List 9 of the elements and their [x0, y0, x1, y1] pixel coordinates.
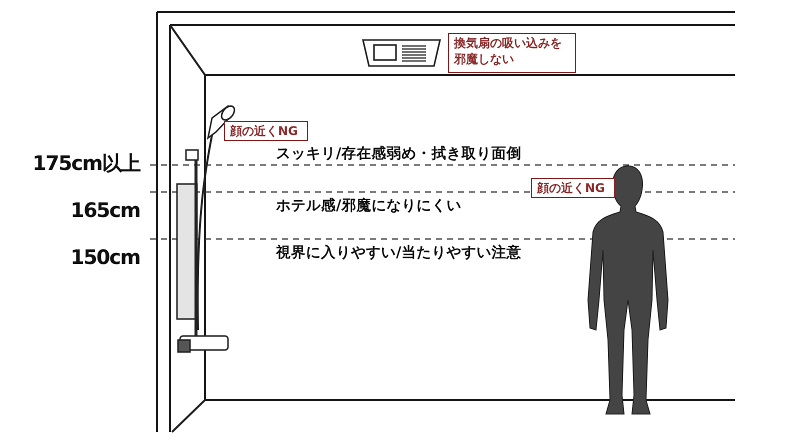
description-text: 視界に入りやすい/当たりやすい注意 — [276, 245, 522, 262]
height-label: 165cm — [70, 198, 140, 222]
description-text: スッキリ/存在感弱め・拭き取り面倒 — [276, 146, 522, 163]
note-box: 換気扇の吸い込みを邪魔しない — [448, 33, 576, 73]
note-box: 顔の近くNG — [224, 121, 308, 141]
note-box: 顔の近くNG — [531, 178, 615, 198]
height-label: 150cm — [70, 245, 140, 269]
height-label: 175cm以上 — [32, 150, 140, 177]
description-text: ホテル感/邪魔になりにくい — [276, 198, 462, 215]
